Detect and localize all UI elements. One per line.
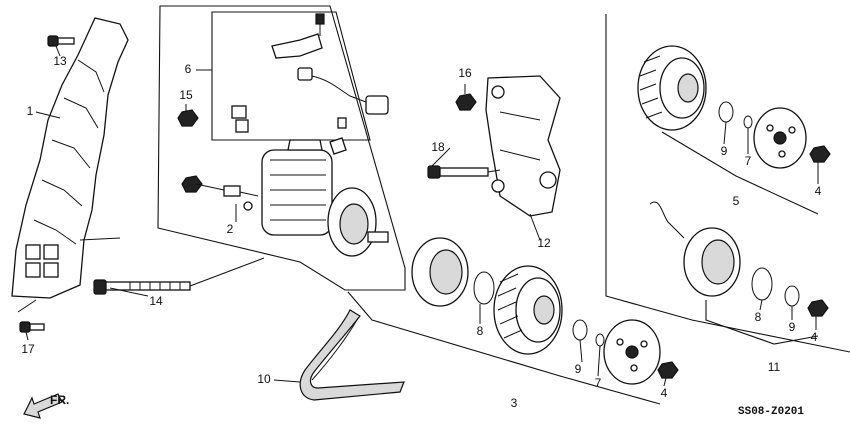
callout-7b: 7 [745, 154, 752, 168]
callout-10: 10 [257, 372, 271, 386]
compressor-bracket [485, 75, 561, 217]
pulley-upper [637, 45, 707, 131]
callout-4a: 4 [661, 386, 668, 400]
callout-8a: 8 [477, 324, 484, 338]
through-bolt-14 [93, 257, 265, 295]
bolt-17 [19, 321, 45, 333]
callout-6: 6 [185, 62, 192, 76]
nut-4c [807, 299, 829, 317]
shim-7b [743, 115, 753, 129]
harness-subframe [211, 11, 371, 141]
armature-plate [603, 319, 661, 385]
front-direction-indicator: FR. [23, 393, 69, 419]
diagram-code: SS08-Z0201 [738, 406, 804, 418]
callout-8b: 8 [755, 310, 762, 324]
callout-5: 5 [733, 194, 740, 208]
compressor-assembly-frame [157, 5, 406, 291]
bolt-18 [427, 165, 501, 179]
callout-9a: 9 [575, 362, 582, 376]
callout-9c: 9 [789, 320, 796, 334]
pressure-switch [181, 175, 259, 211]
callout-4b: 4 [815, 184, 822, 198]
bolt-13 [47, 35, 75, 47]
callout-14: 14 [149, 294, 163, 308]
heat-shield [11, 17, 129, 313]
nut-4b [809, 145, 831, 163]
nut-15 [177, 109, 199, 127]
compressor [261, 139, 389, 257]
callout-12: 12 [537, 236, 551, 250]
callout-2: 2 [227, 222, 234, 236]
stator-coil-lower [649, 201, 741, 297]
stator-coil [411, 237, 469, 307]
snap-ring-8a [473, 271, 495, 305]
callout-1: 1 [27, 104, 34, 118]
callout-16: 16 [458, 66, 472, 80]
armature-plate-upper [753, 107, 807, 169]
nut-4a [657, 361, 679, 379]
shim-7a [595, 333, 605, 347]
drive-belt [299, 309, 405, 401]
callout-11: 11 [768, 360, 781, 374]
leader-lines [25, 45, 819, 387]
callout-17: 17 [21, 342, 35, 356]
snap-ring-8b [751, 267, 773, 301]
wire-harness [231, 13, 389, 155]
snap-ring-9c [784, 285, 800, 307]
right-panel-divider [605, 14, 850, 353]
nut-16 [455, 93, 477, 111]
callout-18: 18 [431, 140, 445, 154]
clutch-assembly-frame-3 [347, 291, 661, 405]
pulley [493, 265, 563, 355]
callouts: 1 13 17 14 6 15 2 10 16 18 12 8 9 7 4 3 … [21, 54, 821, 410]
direction-label: FR. [50, 393, 69, 407]
callout-15: 15 [179, 88, 193, 102]
callout-7a: 7 [595, 376, 602, 390]
snap-ring-9a [572, 319, 588, 341]
callout-9b: 9 [721, 144, 728, 158]
clutch-frame-11 [705, 300, 819, 345]
callout-3: 3 [511, 396, 518, 410]
front-arrow-icon [23, 393, 63, 419]
callout-13: 13 [53, 54, 67, 68]
callout-4c: 4 [811, 330, 818, 344]
snap-ring-9b [718, 101, 734, 123]
clutch-frame-5 [661, 131, 819, 215]
